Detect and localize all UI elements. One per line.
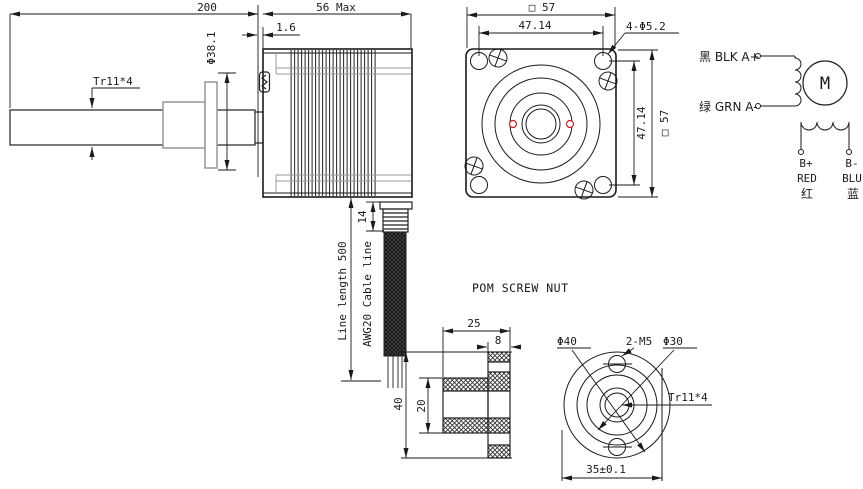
motor-body: [258, 48, 413, 198]
cable-assembly: [379, 201, 413, 388]
assembly-screws: [464, 48, 618, 200]
b-minus-color-label: BLU: [842, 172, 862, 185]
phase-b-coil: [800, 121, 850, 131]
side-view: 200 56 Max 1.6 Φ38.1 Tr11*4 14 Line leng…: [9, 1, 413, 388]
dim-nut-length-label: 25: [467, 317, 480, 330]
dim-nut-flange-od-label: Φ40: [557, 335, 577, 348]
phase-a-coil: [794, 56, 802, 107]
cable-gland-flange: [379, 201, 413, 210]
nut-thread-spec-label: Tr11*4: [668, 391, 708, 404]
lead-screw-spec-label: Tr11*4: [93, 75, 133, 88]
screw-nut-side-view: [162, 81, 218, 169]
dim-hole-spacing-h-label: 47.14: [518, 19, 551, 32]
front-view: □ 57 47.14 4-Φ5.2 47.14 □ 57: [464, 1, 679, 200]
cable-length-label: Line length 500: [336, 241, 349, 340]
front-circles: [481, 64, 601, 184]
terminal-a-plus: [755, 53, 761, 59]
dim-screw-length-label: 200: [197, 1, 217, 14]
cable-type-label: AWG20 Cable line: [361, 241, 374, 347]
phase-a-minus-label: 绿 GRN A-: [699, 99, 758, 114]
dim-frame-width-label: □ 57: [529, 1, 556, 14]
retaining-clip: [258, 71, 271, 93]
dim-connector-length-label: 14: [356, 210, 369, 224]
b-minus-cn-label: 蓝: [847, 187, 859, 201]
motor-symbol-circle: [802, 60, 848, 106]
phase-a-plus-label: 黑 BLK A+: [699, 50, 760, 64]
motor-symbol-letter: M: [820, 74, 830, 94]
red-marker-right: [565, 119, 575, 129]
dim-boss-od-label: Φ30: [663, 335, 683, 348]
nut-front-dimensions: Φ40 2-M5 Φ30 Tr11*4 35±0.1: [557, 335, 712, 481]
terminal-a-minus: [755, 103, 761, 109]
b-minus-label: B-: [845, 157, 858, 170]
nut-section-dimensions: 25 8 40 20: [392, 317, 521, 459]
dim-hole-spacing-v-label: 47.14: [635, 106, 648, 139]
nut-front-view: Φ40 2-M5 Φ30 Tr11*4 35±0.1: [557, 335, 712, 481]
front-view-dimensions: □ 57 47.14 4-Φ5.2 47.14 □ 57: [466, 1, 679, 198]
dim-body-od-label: 20: [415, 399, 428, 412]
lead-screw-thread: [9, 109, 256, 146]
nut-flange-section: [487, 351, 511, 459]
red-marker-left: [508, 119, 518, 129]
dim-flange-thickness-label: 8: [495, 334, 502, 347]
wiring-diagram: 黑 BLK A+ 绿 GRN A- M B+ B- RED BLU 红 蓝: [699, 50, 862, 201]
motor-cable: [383, 231, 407, 357]
dim-frame-height-label: □ 57: [658, 110, 671, 137]
dim-m5-holes-label: 2-M5: [626, 335, 653, 348]
dim-pilot-diameter-label: Φ38.1: [205, 31, 218, 64]
nut-section-view: POM SCREW NUT 25 8 40: [392, 281, 569, 459]
dim-plate-thickness-label: 1.6: [276, 21, 296, 34]
b-plus-label: B+: [799, 157, 813, 170]
terminal-b-plus: [798, 149, 804, 155]
dim-across-flats-label: 35±0.1: [586, 463, 626, 476]
dim-flange-od-label: 40: [392, 397, 405, 410]
motor-front-frame: [465, 48, 617, 198]
cable-wires: [387, 356, 403, 388]
b-plus-color-label: RED: [797, 172, 817, 185]
dim-motor-length-label: 56 Max: [316, 1, 356, 14]
nut-section-title: POM SCREW NUT: [472, 281, 569, 295]
b-plus-cn-label: 红: [801, 186, 813, 201]
motor-laminations: [290, 50, 377, 196]
mounting-holes: [470, 52, 612, 194]
dim-mounting-holes-label: 4-Φ5.2: [626, 20, 666, 33]
terminal-b-minus: [846, 149, 852, 155]
side-view-dimensions: 200 56 Max 1.6 Φ38.1 Tr11*4 14 Line leng…: [9, 1, 412, 382]
